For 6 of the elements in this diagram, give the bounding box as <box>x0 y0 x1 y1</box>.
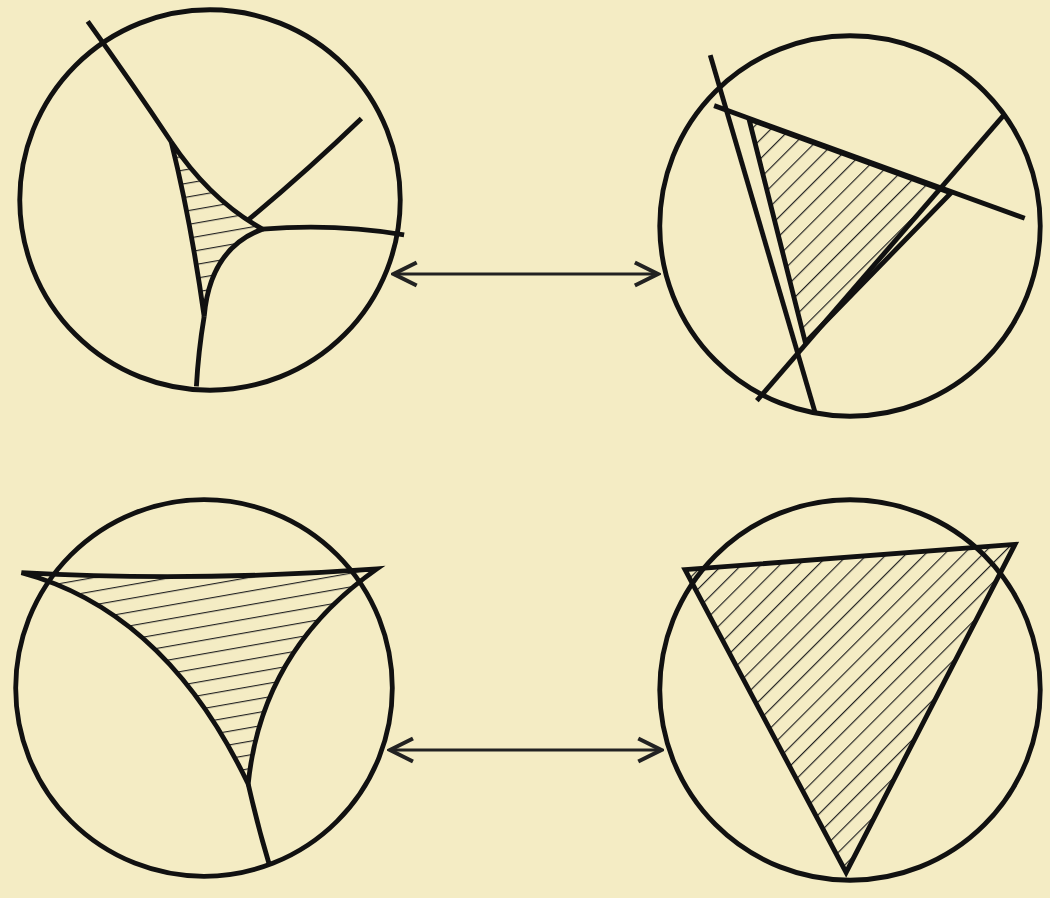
double-arrow <box>387 736 664 764</box>
hatched-triangle-drawing <box>652 492 1048 888</box>
hatched-triangle-drawing <box>12 2 408 398</box>
double-arrow <box>391 260 660 288</box>
hatched-triangle-drawing <box>8 492 400 884</box>
hatched-triangle-drawing <box>652 28 1048 424</box>
